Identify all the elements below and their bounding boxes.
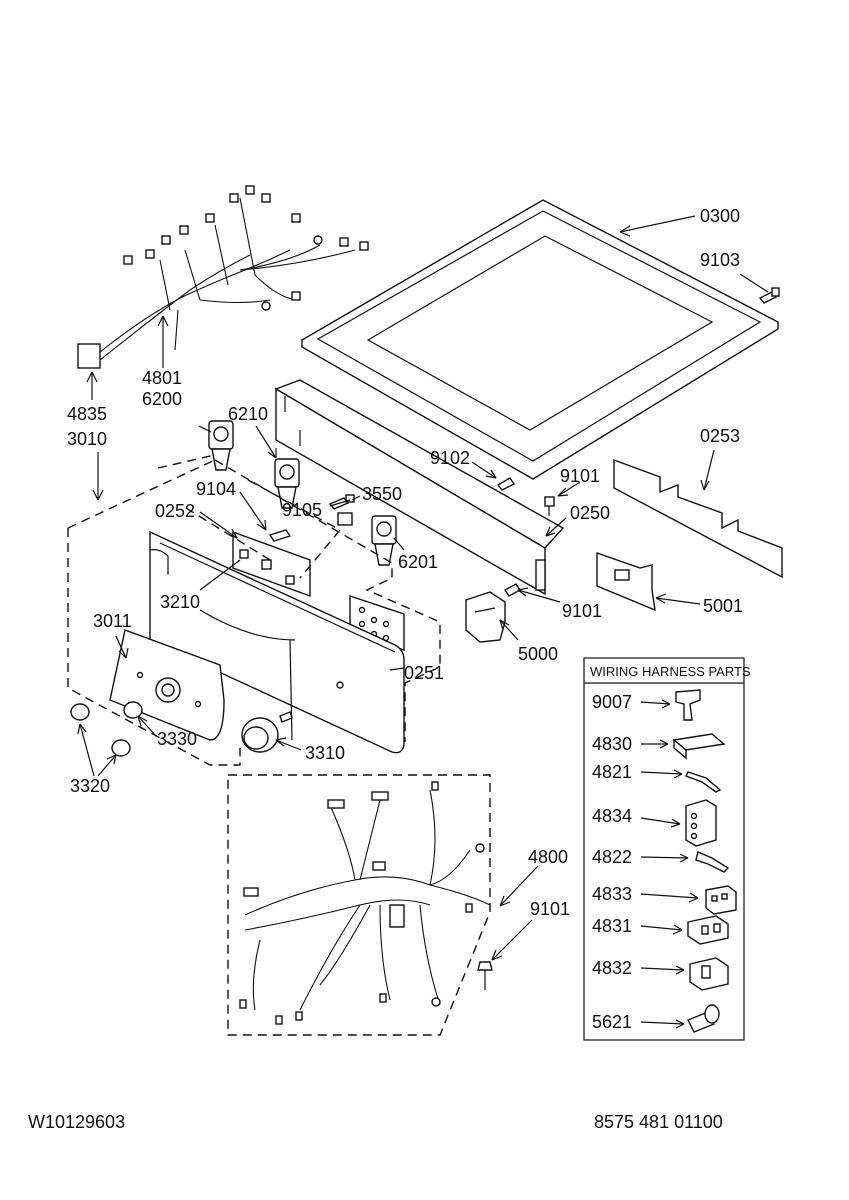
footer-left-code: W10129603 <box>28 1112 125 1132</box>
callout-3310: 3310 <box>305 743 345 763</box>
button-3320-b <box>111 739 131 757</box>
callout-9105: 9105 <box>282 500 322 520</box>
selector-6210 <box>274 458 300 509</box>
legend-item-4830: 4830 <box>592 734 632 754</box>
callout-9104: 9104 <box>196 479 236 499</box>
callout-6201: 6201 <box>398 552 438 572</box>
legend-item-4833: 4833 <box>592 884 632 904</box>
callout-5000: 5000 <box>518 644 558 664</box>
leader-lines <box>77 215 769 961</box>
callout-9101-lower: 9101 <box>530 899 570 919</box>
top-panel <box>300 199 780 480</box>
screw-9103 <box>758 287 780 304</box>
legend-item-5621: 5621 <box>592 1012 632 1032</box>
button-3330 <box>123 701 143 719</box>
callout-6210: 6210 <box>228 404 268 424</box>
screw-9101-upper <box>544 496 555 516</box>
callout-4835: 4835 <box>67 404 107 424</box>
callout-9101-middle: 9101 <box>562 601 602 621</box>
callout-9102: 9102 <box>430 448 470 468</box>
group-outline-3010 <box>67 454 241 766</box>
callout-3011: 3011 <box>93 611 132 631</box>
button-3320-a <box>70 703 90 721</box>
screw-9102 <box>496 477 516 491</box>
legend-item-4821: 4821 <box>592 762 632 782</box>
callout-3550: 3550 <box>362 484 402 504</box>
callout-5001: 5001 <box>703 596 743 616</box>
sensor-3550 <box>337 512 353 526</box>
control-board-5001 <box>596 552 656 612</box>
cover-0253 <box>613 458 783 579</box>
legend-item-4822: 4822 <box>592 847 632 867</box>
callout-9103: 9103 <box>700 250 740 270</box>
callout-0300: 0300 <box>700 206 740 226</box>
callout-0252: 0252 <box>155 501 195 521</box>
selector-6200 <box>208 420 234 471</box>
screw-9104 <box>268 529 292 542</box>
console-panel-3210 <box>149 530 405 754</box>
switch-5000 <box>465 591 506 643</box>
callout-6200: 6200 <box>142 389 182 409</box>
legend-title: WIRING HARNESS PARTS <box>590 664 751 679</box>
callout-3330: 3330 <box>157 729 197 749</box>
callout-3210: 3210 <box>160 592 200 612</box>
legend-item-4832: 4832 <box>592 958 632 978</box>
callout-0251: 0251 <box>404 663 444 683</box>
console-rear-panel <box>274 379 565 596</box>
callout-3010: 3010 <box>67 429 107 449</box>
legend-item-9007: 9007 <box>592 692 632 712</box>
knob-plate-3011 <box>109 629 225 741</box>
callout-9101-upper: 9101 <box>560 466 600 486</box>
main-harness-4800 <box>227 774 491 1036</box>
screw-9101-middle <box>503 583 522 597</box>
screw-9101-lower <box>477 961 493 990</box>
legend-item-4831: 4831 <box>592 916 632 936</box>
selector-6201 <box>371 515 397 566</box>
callout-0253: 0253 <box>700 426 740 446</box>
callout-3320: 3320 <box>70 776 110 796</box>
callout-labels: 0300 9103 4801 4835 6200 3010 6210 9102 … <box>67 206 743 919</box>
callout-4801: 4801 <box>142 368 182 388</box>
legend-item-4834: 4834 <box>592 806 632 826</box>
callout-4800: 4800 <box>528 847 568 867</box>
board-0252 <box>232 531 311 597</box>
wiring-harness-legend: WIRING HARNESS PARTS 9007 4830 4821 4834… <box>583 657 751 1041</box>
footer-right-code: 8575 481 01100 <box>594 1112 723 1132</box>
callout-0250: 0250 <box>570 503 610 523</box>
knob-3310 <box>241 711 293 753</box>
wire-harness-4801 <box>77 185 369 369</box>
